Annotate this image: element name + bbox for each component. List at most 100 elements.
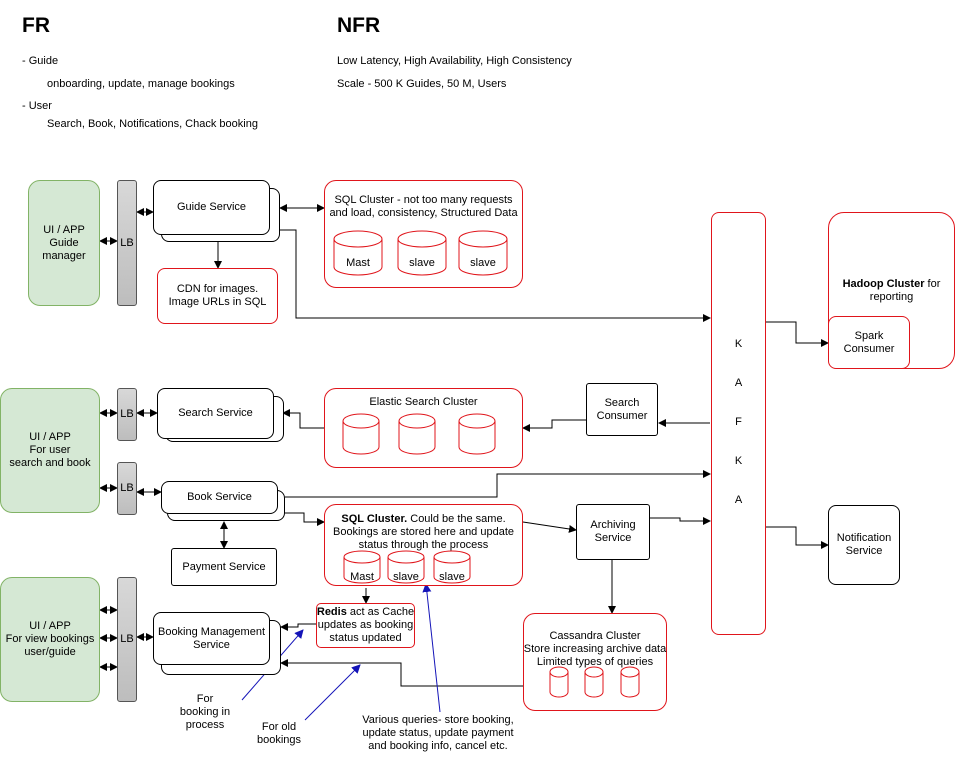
fr-guide-detail: onboarding, update, manage bookings: [47, 78, 235, 90]
note-queries-line3: and booking info, cancel etc.: [368, 740, 508, 752]
spark-consumer: Spark Consumer: [828, 316, 910, 369]
nfr-title: NFR: [337, 14, 381, 37]
hadoop-title-bold: Hadoop Cluster: [842, 278, 925, 290]
kafka-label: K A F K A: [711, 338, 766, 507]
redis-line2: status updated: [329, 632, 402, 644]
kafka-letter: A: [734, 377, 743, 389]
db-cylinder: [387, 550, 425, 584]
client-user-line2: For user: [29, 444, 71, 456]
guide-service-label: Guide Service: [176, 201, 247, 213]
sql2-line1: Bookings are stored here and update: [332, 526, 515, 538]
archiving-service: Archiving Service: [576, 504, 650, 560]
db-cylinder: [458, 413, 496, 455]
nfr-line1: Low Latency, High Availability, High Con…: [337, 55, 572, 67]
client-view-bookings: UI / APP For view bookings user/guide: [0, 577, 100, 702]
cassandra-line2: Store increasing archive data: [523, 643, 667, 655]
search-service-label: Search Service: [178, 407, 253, 419]
lb-label: LB: [120, 482, 134, 494]
elastic-title: Elastic Search Cluster: [369, 396, 478, 408]
db-label: slave: [470, 257, 496, 269]
note-in-process-line1: For: [196, 693, 214, 705]
kafka-letter: F: [735, 416, 742, 428]
booking-mgmt-line2: Service: [193, 638, 230, 651]
search-consumer-line2: Consumer: [596, 409, 648, 422]
cassandra-text: Cassandra Cluster Store increasing archi…: [523, 630, 667, 669]
fr-user-detail: Search, Book, Notifications, Chack booki…: [47, 118, 258, 130]
sql1-title-line1: SQL Cluster - not too many requests: [334, 194, 513, 206]
cdn-box: CDN for images. Image URLs in SQL: [157, 268, 278, 324]
note-old-line2: bookings: [256, 734, 302, 746]
client-bookings-line1: UI / APP: [29, 620, 71, 632]
note-queries-line1: Various queries- store booking,: [362, 714, 514, 726]
client-user-line3: search and book: [9, 457, 91, 469]
note-queries: Various queries- store booking, update s…: [358, 714, 518, 753]
spark-line1: Spark: [854, 329, 884, 342]
search-consumer-line1: Search: [604, 396, 640, 409]
client-bookings-line3: user/guide: [24, 646, 76, 658]
db-cylinder: [343, 550, 381, 584]
redis-title-bold: Redis: [316, 606, 347, 618]
redis-title-rest: act as Cache: [346, 606, 415, 618]
db-label: Mast: [350, 571, 374, 583]
db-cylinder: [620, 666, 640, 698]
cassandra-line1: Cassandra Cluster: [549, 630, 641, 642]
load-balancer: LB: [117, 462, 137, 515]
lb-label: LB: [120, 408, 134, 420]
client-guide-manager: UI / APP Guide manager: [28, 180, 100, 306]
search-service: Search Service: [157, 388, 274, 439]
redis-text: Redis act as Cache updates as booking st…: [316, 606, 415, 645]
spark-line2: Consumer: [843, 342, 895, 355]
search-consumer: Search Consumer: [586, 383, 658, 436]
sql-cluster-guide-title: SQL Cluster - not too many requests and …: [324, 194, 523, 220]
kafka-letter: A: [734, 494, 743, 506]
note-in-process-line3: process: [185, 719, 225, 731]
db-cylinder: [398, 413, 436, 455]
client-guide-line2: Guide: [49, 236, 79, 249]
sql2-title-bold: SQL Cluster.: [341, 513, 408, 525]
payment-service-label: Payment Service: [182, 560, 266, 573]
notification-line2: Service: [845, 545, 883, 557]
nfr-line2: Scale - 500 K Guides, 50 M, Users: [337, 78, 507, 90]
client-guide-line1: UI / APP: [43, 223, 85, 236]
db-cylinder: [458, 230, 508, 276]
load-balancer: LB: [117, 388, 137, 441]
sql-cluster-bookings-title: SQL Cluster. Could be the same. Bookings…: [324, 513, 523, 552]
note-old-bookings: For old bookings: [250, 721, 308, 747]
client-user-search-book: UI / APP For user search and book: [0, 388, 100, 513]
sql2-title-rest: Could be the same.: [407, 513, 506, 525]
fr-title: FR: [22, 14, 50, 37]
sql2-line2: status through the process: [358, 539, 489, 551]
book-service-label: Book Service: [187, 491, 252, 503]
db-cylinder: [397, 230, 447, 276]
kafka-letter: K: [734, 455, 743, 467]
fr-user: - User: [22, 100, 52, 112]
db-label: slave: [439, 571, 465, 583]
db-cylinder: [342, 413, 380, 455]
cdn-line2: Image URLs in SQL: [168, 296, 267, 308]
load-balancer: LB: [117, 180, 137, 306]
booking-management-service: Booking Management Service: [153, 612, 270, 665]
db-label: slave: [409, 257, 435, 269]
notification-line1: Notification: [836, 532, 892, 544]
redis-cache: [316, 603, 415, 648]
db-cylinder: [584, 666, 604, 698]
notification-service: Notification Service: [828, 505, 900, 585]
cassandra-line3: Limited types of queries: [536, 656, 654, 668]
archiving-line1: Archiving: [590, 519, 636, 531]
client-bookings-line2: For view bookings: [5, 633, 95, 645]
guide-service: Guide Service: [153, 180, 270, 235]
kafka-letter: K: [734, 338, 743, 350]
kafka-cluster: [711, 212, 766, 635]
db-cylinder: [333, 230, 383, 276]
note-queries-line2: update status, update payment: [362, 727, 514, 739]
payment-service: Payment Service: [171, 548, 277, 586]
note-old-line1: For old: [261, 721, 297, 733]
load-balancer: LB: [117, 577, 137, 702]
fr-guide: - Guide: [22, 55, 59, 67]
client-user-line1: UI / APP: [29, 431, 71, 443]
lb-label: LB: [120, 236, 134, 249]
cdn-line1: CDN for images.: [176, 283, 259, 295]
note-in-process: For booking in process: [172, 693, 238, 732]
lb-label: LB: [120, 633, 134, 645]
